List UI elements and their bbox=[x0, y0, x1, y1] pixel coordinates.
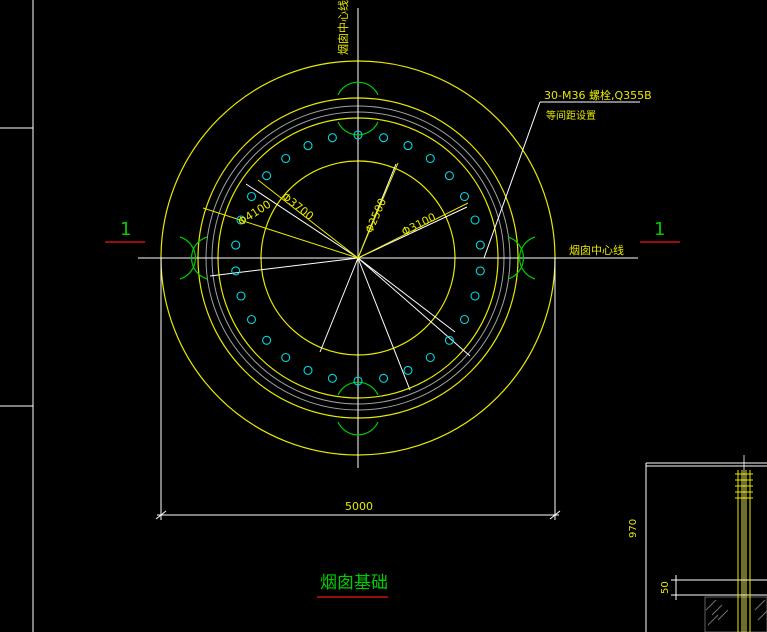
bolt-note-leader bbox=[483, 101, 640, 259]
section-mark-left: 1 bbox=[120, 219, 131, 240]
bolt-hole bbox=[379, 373, 389, 383]
vertical-centerline-label: 烟囱中心线 bbox=[336, 0, 350, 55]
bolt-hole bbox=[236, 215, 246, 225]
bolt-hole bbox=[353, 130, 363, 140]
bolt-hole bbox=[281, 352, 291, 363]
bolt-hole bbox=[459, 314, 470, 325]
bolt-hole bbox=[403, 365, 413, 375]
bolt-hole bbox=[444, 335, 454, 345]
bolt-hole bbox=[353, 376, 363, 386]
bolt-hole bbox=[379, 133, 389, 143]
bolt-hole bbox=[303, 141, 313, 151]
detail-height-dim: 970 bbox=[628, 519, 639, 538]
detail-section bbox=[645, 455, 767, 632]
bolt-hole bbox=[425, 352, 435, 363]
dim-d3100-label: Φ3100 bbox=[399, 210, 438, 238]
left-frame bbox=[0, 0, 34, 632]
bolt-hole bbox=[425, 153, 435, 164]
section-mark-right: 1 bbox=[654, 219, 665, 240]
dim-d2500-label: Φ2500 bbox=[363, 196, 389, 235]
overall-dimension bbox=[155, 258, 561, 520]
bolt-hole bbox=[231, 240, 241, 250]
bolt-hole bbox=[403, 141, 413, 151]
bolt-hole bbox=[262, 171, 272, 181]
bolt-hole bbox=[475, 240, 485, 250]
green-plate-arcs bbox=[179, 81, 536, 436]
horizontal-centerline-label: 烟囱中心线 bbox=[569, 243, 624, 257]
bolt-hole bbox=[281, 153, 291, 164]
detail-small-dim: 50 bbox=[660, 581, 671, 594]
bolt-hole bbox=[231, 266, 241, 276]
bolt-ring bbox=[231, 130, 485, 386]
bolt-hole bbox=[475, 266, 485, 276]
bolt-hole bbox=[262, 335, 272, 345]
overall-width-label: 5000 bbox=[345, 500, 373, 513]
bolt-hole bbox=[470, 291, 480, 301]
bolt-hole bbox=[444, 171, 454, 181]
bolt-note-line2: 等间距设置 bbox=[546, 109, 596, 122]
bolt-hole bbox=[459, 191, 470, 202]
bolt-hole bbox=[246, 191, 257, 202]
radial-lines bbox=[209, 163, 471, 391]
bolt-hole bbox=[470, 215, 480, 225]
bolt-hole bbox=[303, 365, 313, 375]
bolt-note-line1: 30-M36 螺栓,Q355B bbox=[544, 88, 652, 102]
bolt-hole bbox=[327, 133, 337, 143]
bolt-hole bbox=[246, 314, 257, 325]
bolt-hole bbox=[327, 373, 337, 383]
bolt-hole bbox=[236, 291, 246, 301]
drawing-title: 烟囱基础 bbox=[320, 573, 388, 593]
diameter-dim-lines bbox=[202, 162, 469, 259]
